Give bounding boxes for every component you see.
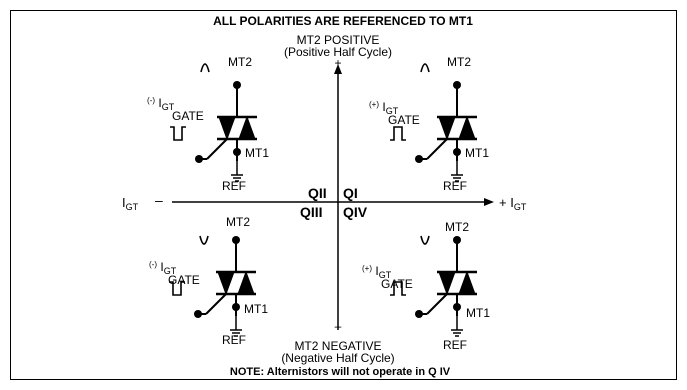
tl-mt1-label: MT1 (245, 146, 269, 160)
tr-igt-label: (+) IGT (369, 100, 399, 116)
bl-mt1-label: MT1 (244, 302, 268, 316)
quadrant-q1-label: QI (343, 185, 358, 201)
positive-pulse-icon (390, 281, 406, 296)
gate-terminal (415, 310, 423, 318)
device-bottom-right (390, 235, 479, 338)
axis-top-sublabel: (Positive Half Cycle) (283, 45, 393, 59)
device-top-right (390, 63, 479, 183)
quadrant-q4-label: QIV (343, 204, 368, 220)
bl-ref-label: REF (222, 333, 246, 347)
tr-mt1-label: MT1 (465, 146, 489, 160)
positive-half-cycle-icon (420, 63, 430, 73)
gate-terminal (195, 155, 203, 163)
axis-bottom-label: MT2 NEGATIVE (294, 339, 382, 353)
br-mt2-label: MT2 (445, 220, 469, 234)
tl-mt2-label: MT2 (228, 55, 252, 69)
tl-gate-label: GATE (172, 109, 204, 123)
axis-left-sign: – (155, 192, 163, 208)
negative-half-cycle-icon (199, 235, 209, 245)
diagram-frame (10, 10, 677, 380)
bl-igt-label: (-) IGT (149, 260, 177, 276)
quadrant-q3-label: QIII (300, 204, 323, 220)
footer-note: NOTE: Alternistors will not operate in Q… (229, 366, 451, 378)
negative-pulse-icon (170, 126, 186, 141)
positive-pulse-icon (390, 126, 406, 141)
br-ref-label: REF (443, 338, 467, 352)
device-bottom-left (169, 235, 258, 338)
negative-pulse-icon (169, 281, 185, 296)
bl-gate-label: GATE (168, 273, 200, 287)
mt1-terminal (453, 303, 461, 311)
axes (172, 72, 487, 330)
axis-right-label: + IGT (499, 195, 527, 212)
br-gate-label: GATE (381, 277, 413, 291)
br-mt1-label: MT1 (466, 306, 490, 320)
negative-half-cycle-icon (420, 235, 430, 245)
quadrant-q2-label: QII (308, 185, 327, 201)
br-igt-label: (+) IGT (362, 264, 392, 280)
up-arrow-icon (334, 64, 342, 74)
tr-gate-label: GATE (388, 113, 420, 127)
axis-top-sign: + (334, 56, 342, 70)
device-top-left (170, 63, 259, 183)
axis-bottom-sign: – (334, 319, 342, 333)
tl-ref-label: REF (222, 179, 246, 193)
axis-bottom-sublabel: (Negative Half Cycle) (281, 351, 395, 365)
right-arrow-icon (484, 198, 494, 206)
axis-top-label: MT2 POSITIVE (296, 33, 380, 47)
tr-mt2-label: MT2 (447, 55, 471, 69)
mt1-terminal (233, 148, 241, 156)
positive-half-cycle-icon (200, 63, 210, 73)
tl-igt-label: (-) IGT (147, 96, 175, 112)
tr-ref-label: REF (443, 179, 467, 193)
header-title: ALL POLARITIES ARE REFERENCED TO MT1 (213, 14, 473, 28)
mt1-terminal (232, 303, 240, 311)
gate-terminal (415, 155, 423, 163)
gate-terminal (194, 310, 202, 318)
mt1-terminal (453, 148, 461, 156)
bl-mt2-label: MT2 (226, 215, 250, 229)
axis-left-label: IGT (122, 195, 139, 212)
